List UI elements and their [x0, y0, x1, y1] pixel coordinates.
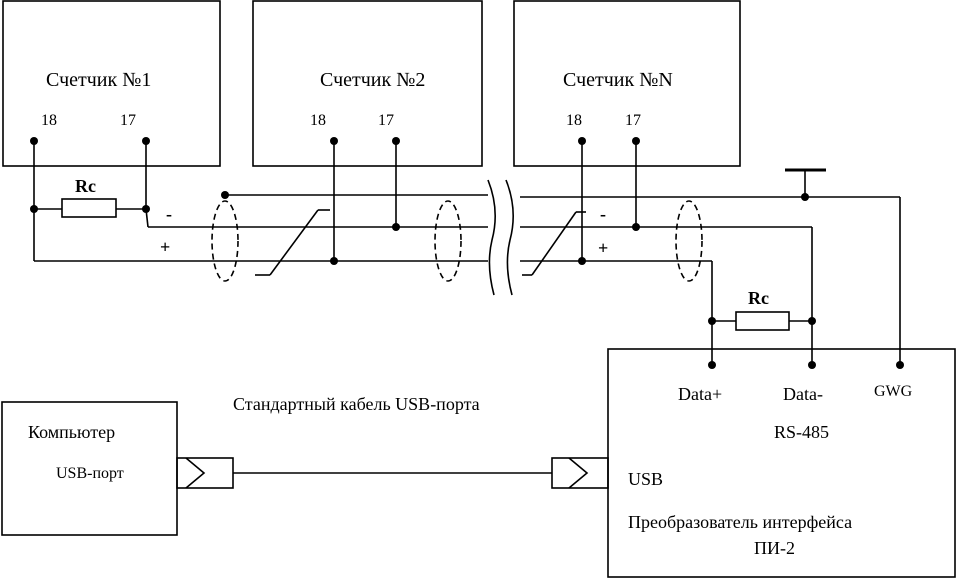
- meter-1-terminal-18: 18: [41, 112, 57, 129]
- line-break-marks: [487, 179, 514, 296]
- meter-2-box: [252, 0, 483, 167]
- meter-n-box: [513, 0, 741, 167]
- usb-cable: [176, 457, 609, 489]
- minus-sign-left: -: [166, 204, 172, 224]
- resistor-right-label: Rc: [748, 288, 769, 308]
- junction-dots: [30, 137, 904, 369]
- converter-rs485-label: RS-485: [774, 422, 829, 442]
- computer-title: Компьютер: [28, 422, 115, 442]
- twisted-pair-marks: [255, 209, 586, 276]
- converter-data-plus-label: Data+: [678, 384, 722, 404]
- usb-cable-label: Стандартный кабель USB-порта: [233, 394, 480, 414]
- meter-n-title: Счетчик №N: [563, 69, 673, 91]
- meter-2-terminal-18: 18: [310, 112, 326, 129]
- converter-name: Преобразователь интерфейса: [628, 512, 852, 532]
- meter-2-wiring: [333, 141, 397, 261]
- resistor-right: [735, 311, 790, 331]
- computer-usb-port-label: USB-порт: [56, 465, 124, 482]
- converter-usb-label: USB: [628, 469, 663, 489]
- meter-n-terminal-18: 18: [566, 112, 582, 129]
- bus-wires: [34, 194, 901, 365]
- meter-1-terminal-17: 17: [120, 112, 136, 129]
- converter-gwg-label: GWG: [874, 383, 913, 400]
- meter-1-wiring: [33, 141, 149, 261]
- plus-sign-left: +: [160, 237, 170, 257]
- meter-n-terminal-17: 17: [625, 112, 641, 129]
- meter-1-box: [2, 0, 221, 167]
- meter-2-terminal-17: 17: [378, 112, 394, 129]
- minus-sign-right: -: [600, 204, 606, 224]
- resistor-left-label: Rc: [75, 176, 96, 196]
- meter-n-wiring: [581, 141, 637, 261]
- resistor-left: [61, 198, 117, 218]
- meter-2-title: Счетчик №2: [320, 69, 425, 91]
- ground-icon: [785, 168, 826, 197]
- meter-1-title: Счетчик №1: [46, 69, 151, 91]
- plus-sign-right: +: [598, 238, 608, 258]
- converter-model: ПИ-2: [754, 538, 795, 558]
- converter-data-minus-label: Data-: [783, 384, 823, 404]
- cable-shields: [211, 200, 703, 282]
